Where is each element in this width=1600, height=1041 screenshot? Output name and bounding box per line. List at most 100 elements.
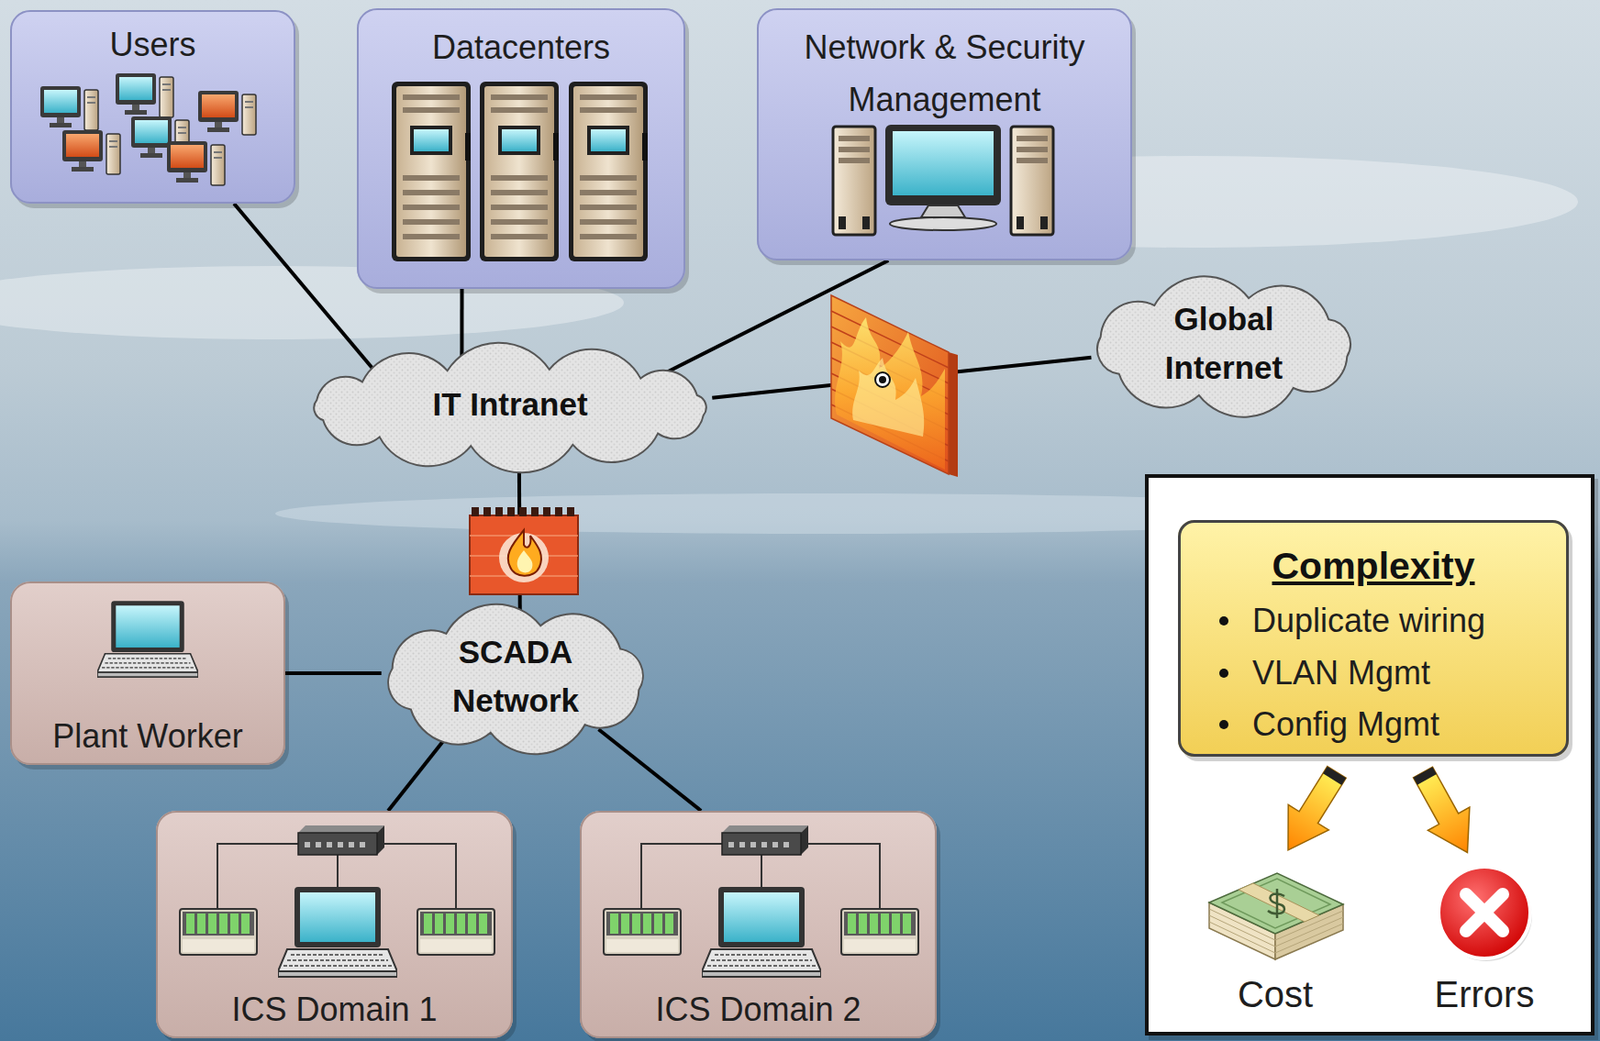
node-label: ICS Domain 1	[231, 990, 437, 1029]
scada-firewall	[483, 507, 491, 517]
complexity-arrows	[1267, 759, 1357, 863]
ics-domain-devices	[337, 842, 344, 848]
text-holder: SCADA Network	[423, 631, 608, 729]
node-label: SCADA Network	[452, 633, 579, 719]
server-racks	[568, 81, 648, 262]
ics-domain-devices	[298, 833, 378, 856]
scada-firewall	[519, 507, 527, 517]
box-fill	[356, 8, 686, 289]
complexity-arrows	[1401, 760, 1489, 865]
scada-firewall	[531, 507, 539, 517]
text-holder: Plant Worker	[11, 716, 284, 764]
management-workstation	[921, 205, 966, 218]
cloud-outline	[1076, 275, 1372, 419]
cloud-outline	[388, 604, 644, 756]
plant-worker-laptop	[97, 600, 199, 678]
management-workstation	[833, 126, 876, 235]
box-fill	[1177, 520, 1569, 757]
text-holder: VLAN Mgmt	[1252, 653, 1565, 700]
box-fills	[10, 8, 1599, 1041]
complexity-arrows	[1401, 760, 1489, 865]
scada-firewall	[566, 507, 575, 517]
internet-firewall	[834, 317, 945, 470]
plant-worker-box: Plant Worker	[10, 581, 286, 766]
box-fill	[155, 811, 513, 1039]
network-link	[459, 288, 464, 362]
network-cloud: IT Intranet	[290, 346, 730, 469]
management-workstation	[885, 124, 1001, 206]
ics-domain-devices	[277, 887, 398, 978]
network-link	[599, 729, 702, 812]
users-icons	[40, 86, 99, 131]
cloud-outline	[313, 343, 706, 474]
box-fill	[1144, 474, 1595, 1036]
ics-domain-devices	[326, 842, 333, 848]
text-holder: Network & Security Management	[769, 24, 1120, 130]
ics-domain-devices	[603, 825, 919, 978]
management-box: Network & Security Management	[756, 8, 1133, 261]
node-label: IT Intranet	[432, 386, 588, 423]
money-stack	[1267, 888, 1285, 919]
node-text: Errors	[1434, 974, 1535, 1015]
ics-domain-devices	[179, 825, 495, 978]
error-icon	[1438, 866, 1531, 959]
complexity-arrows	[1267, 759, 1357, 863]
box-fill	[10, 581, 286, 766]
text-holder: Users	[11, 24, 294, 72]
error-icon	[1466, 894, 1503, 932]
box-fill	[579, 811, 937, 1039]
ics-domain-box: ICS Domain 1	[155, 811, 513, 1039]
node-label: Global Internet	[1165, 300, 1283, 386]
ics-domain-devices	[304, 842, 311, 848]
text-holder: Cost	[1183, 974, 1367, 1023]
ics-domain-devices	[417, 909, 495, 956]
node-text: Config Mgmt	[1252, 704, 1440, 745]
cloud-outline	[1097, 276, 1351, 418]
datacenters-box: Datacenters	[356, 8, 686, 289]
ics-domain-box: ICS Domain 2	[579, 811, 937, 1039]
management-workstation	[892, 131, 994, 196]
money-stack	[1222, 878, 1331, 929]
text-holder: Complexity	[1180, 543, 1567, 598]
money-stack	[1209, 873, 1344, 960]
network-cloud: Global Internet	[1076, 275, 1372, 419]
node-label: Cost	[1237, 974, 1313, 1015]
server-racks	[391, 81, 471, 262]
text-holder: Datacenters	[358, 27, 684, 75]
users-icons	[166, 141, 225, 186]
ics-domain-devices	[298, 825, 385, 834]
scada-firewall	[469, 515, 578, 595]
node-label: Network & Security Management	[803, 28, 1085, 119]
complexity-box: ComplexityDuplicate wiringVLAN MgmtConfi…	[1177, 520, 1569, 757]
ics-domain-devices	[179, 909, 257, 956]
scada-firewall	[469, 507, 578, 595]
scada-firewall	[517, 550, 534, 573]
money-stack	[1238, 883, 1320, 923]
complexity-arrows	[1267, 759, 1489, 865]
node-label: ICS Domain 2	[655, 990, 861, 1029]
box-fill	[756, 8, 1133, 261]
complexity-arrows	[1322, 766, 1346, 786]
scada-firewall	[507, 507, 515, 517]
error-icon	[1438, 866, 1533, 962]
internet-firewall	[878, 376, 887, 384]
server-racks	[391, 81, 648, 262]
network-cloud: SCADA Network	[367, 602, 664, 756]
scada-firewall	[508, 530, 542, 577]
text-holder: IT Intranet	[327, 384, 693, 432]
internet-firewall	[831, 295, 958, 478]
scada-firewall	[555, 507, 563, 517]
ics-domain-devices	[359, 842, 366, 848]
cloud-outline	[367, 602, 664, 756]
users-box: Users	[10, 10, 296, 204]
scada-firewall	[495, 507, 503, 517]
internet-firewall	[852, 357, 924, 437]
management-workstation	[1011, 126, 1054, 235]
text-holder: Duplicate wiring	[1252, 600, 1565, 648]
node-text: Duplicate wiring	[1252, 600, 1486, 642]
internet-firewall	[831, 295, 949, 475]
internet-firewall	[948, 352, 958, 478]
outcome-panel: Cost Errors ComplexityDuplicate wiringVLAN…	[1144, 474, 1595, 1036]
text-holder: ICS Domain 1	[157, 989, 512, 1037]
